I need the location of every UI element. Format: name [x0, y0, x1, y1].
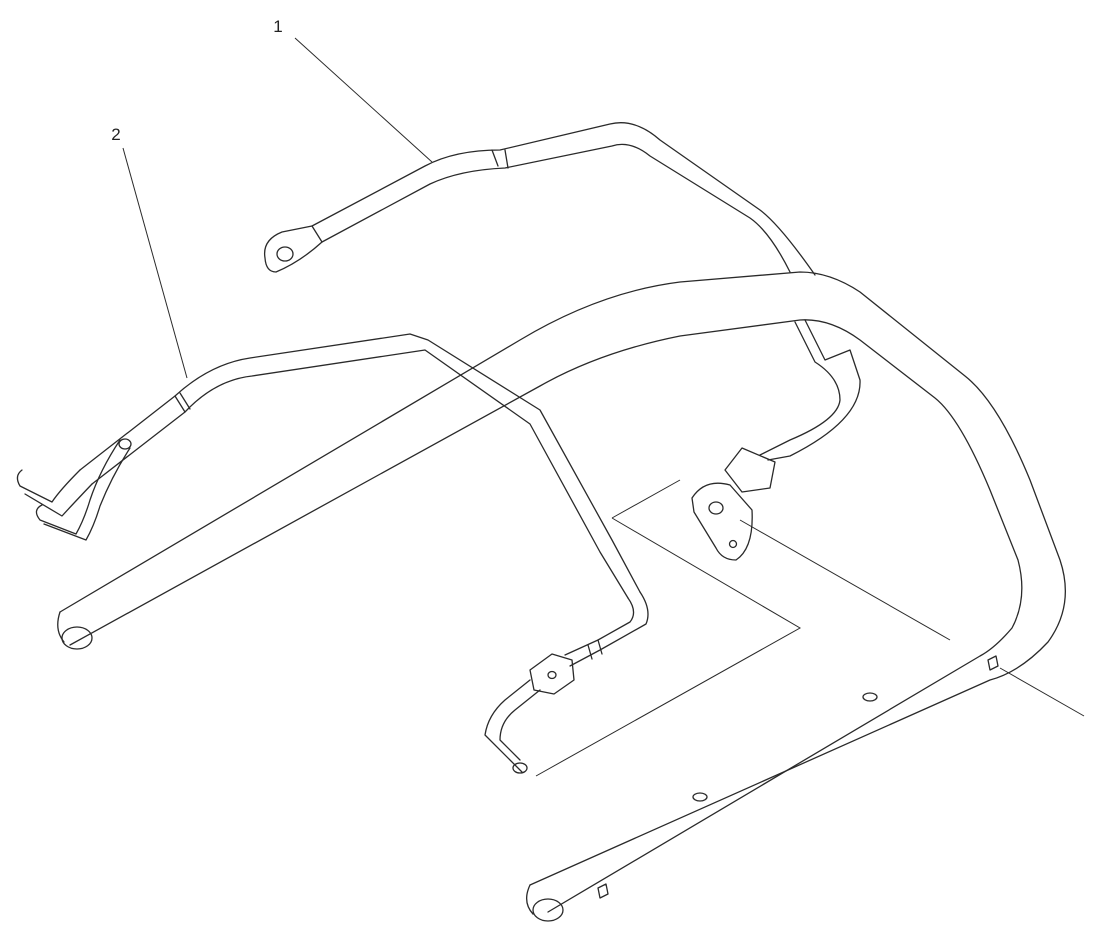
callout-1: 1: [273, 17, 433, 163]
cable-2: [16, 333, 649, 774]
callout-1-label: 1: [273, 17, 282, 36]
callout-2-label: 2: [111, 125, 120, 144]
callout-1-leader: [294, 37, 433, 163]
main-frame-tube: [57, 271, 1066, 922]
floor-plate-outline: [535, 479, 1085, 777]
cable-1: [263, 122, 861, 561]
callout-2-leader: [122, 147, 188, 379]
callout-2: 2: [111, 125, 188, 379]
